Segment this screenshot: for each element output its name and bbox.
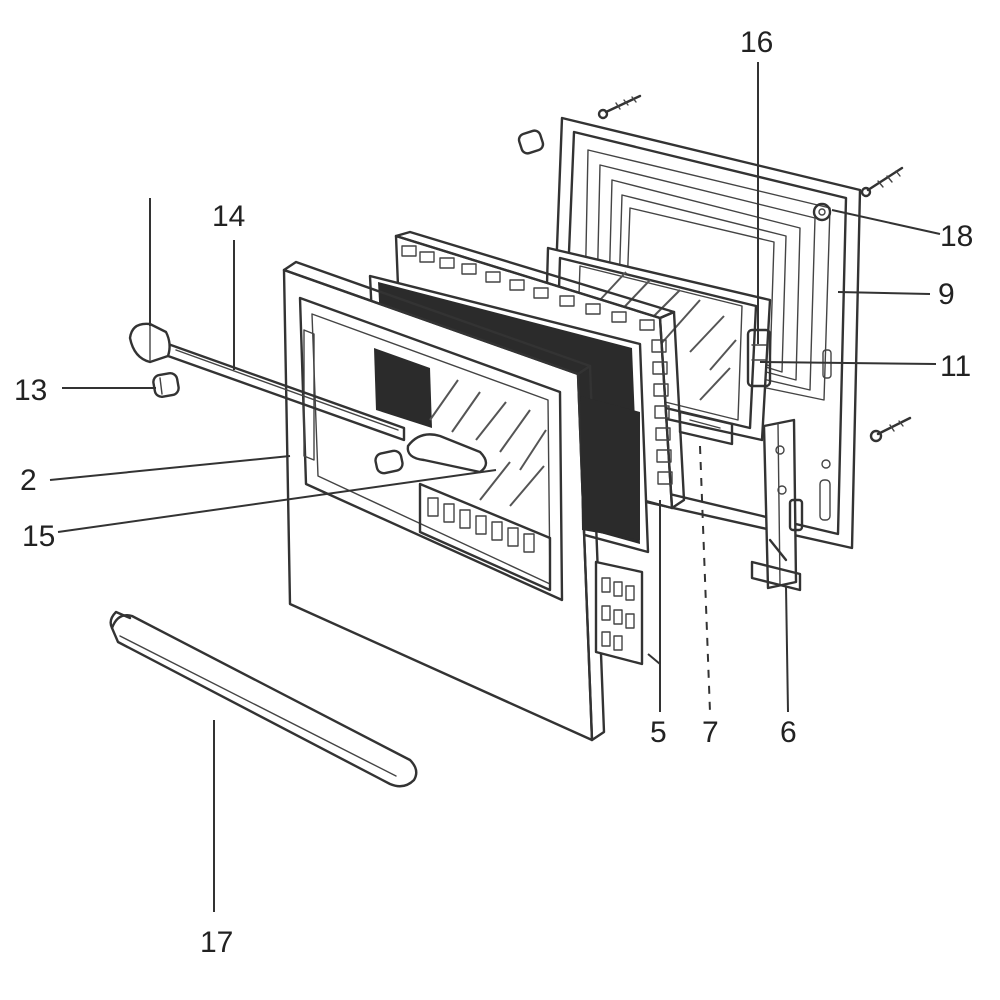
callout-7: 7 bbox=[702, 716, 719, 749]
callout-17: 17 bbox=[200, 926, 233, 959]
callout-14: 14 bbox=[212, 200, 245, 233]
callout-18: 18 bbox=[940, 220, 973, 253]
rod-end-cap bbox=[128, 322, 171, 364]
door-handle-bar bbox=[109, 610, 418, 788]
hinge-bracket bbox=[750, 418, 804, 592]
door-handle-grip bbox=[374, 433, 488, 475]
callout-5: 5 bbox=[650, 716, 667, 749]
callout-2: 2 bbox=[20, 464, 37, 497]
lower-vent-block bbox=[594, 560, 644, 666]
hinge-plate bbox=[678, 410, 734, 446]
front-door-panel bbox=[282, 260, 640, 742]
callout-labels: 16 14 18 9 11 13 2 15 5 7 6 17 bbox=[14, 26, 973, 959]
rear-frame-fixings bbox=[517, 94, 912, 443]
callout-15: 15 bbox=[22, 520, 55, 553]
callout-6: 6 bbox=[780, 716, 797, 749]
callout-16: 16 bbox=[740, 26, 773, 59]
callout-13: 13 bbox=[14, 374, 47, 407]
callout-9: 9 bbox=[938, 278, 955, 311]
leader-lines bbox=[49, 62, 941, 912]
callout-11: 11 bbox=[940, 350, 971, 383]
bush-13 bbox=[152, 371, 180, 399]
